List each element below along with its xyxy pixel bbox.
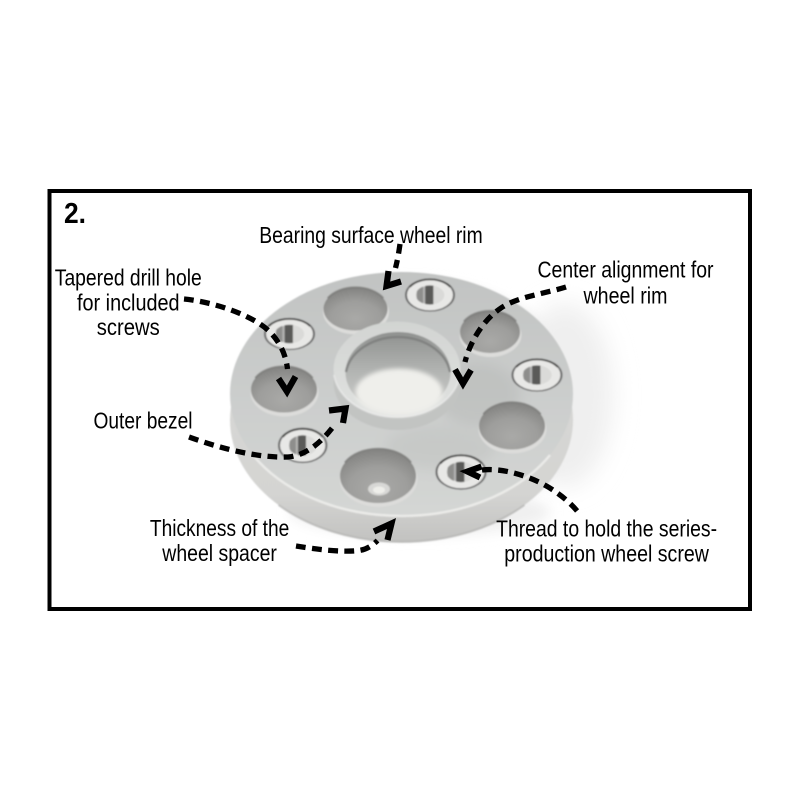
svg-text:wheel spacer: wheel spacer [161,540,277,566]
svg-text:screws: screws [97,314,160,340]
svg-text:Outer bezel: Outer bezel [94,408,193,434]
svg-text:for included: for included [77,289,180,315]
svg-text:Center alignment for: Center alignment for [538,257,714,283]
svg-text:Bearing surface wheel rim: Bearing surface wheel rim [259,222,482,248]
svg-text:Thread to hold the series-: Thread to hold the series- [496,515,717,541]
svg-text:2.: 2. [64,198,86,230]
svg-text:wheel rim: wheel rim [583,283,668,309]
svg-text:Thickness of the: Thickness of the [150,515,289,541]
svg-text:Tapered drill hole: Tapered drill hole [55,265,202,291]
svg-text:production wheel screw: production wheel screw [504,541,709,567]
